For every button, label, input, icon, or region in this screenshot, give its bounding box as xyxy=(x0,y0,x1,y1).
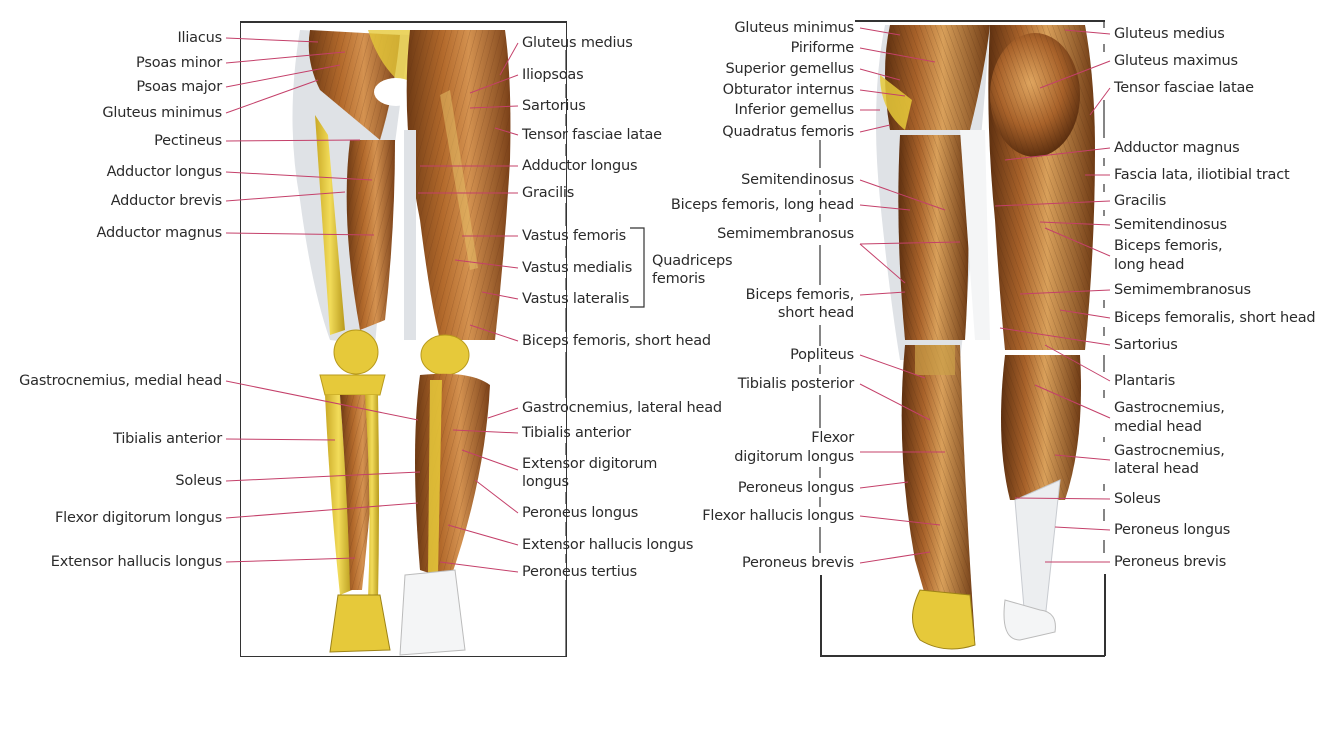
label-gracilis: Gracilis xyxy=(522,185,575,201)
label-p-semimembranosus-right: Semimembranosus xyxy=(1114,282,1251,298)
label-p-superior-gemellus: Superior gemellus xyxy=(725,61,854,77)
label-gluteus-medius: Gluteus medius xyxy=(522,35,633,51)
label-extensor-hallucis-longus: Extensor hallucis longus xyxy=(50,554,222,570)
posterior-leg-illustration xyxy=(819,20,1111,650)
label-extensor-digitorum-line1: Extensor digitorum xyxy=(522,456,658,472)
label-p-peroneus-longus: Peroneus longus xyxy=(737,480,854,496)
label-extensor-hallucis-longus-right: Extensor hallucis longus xyxy=(522,537,694,553)
label-p-inferior-gemellus: Inferior gemellus xyxy=(734,102,855,118)
label-p-semitendinosus: Semitendinosus xyxy=(741,172,854,188)
label-p-biceps-femoris-long-head: Biceps femoris, long head xyxy=(670,197,854,213)
label-peroneus-tertius: Peroneus tertius xyxy=(522,564,637,580)
label-psoas-major: Psoas major xyxy=(136,79,222,95)
label-p-gracilis: Gracilis xyxy=(1114,193,1167,209)
label-tibialis-anterior: Tibialis anterior xyxy=(113,431,222,447)
label-p-gluteus-minimus: Gluteus minimus xyxy=(734,20,854,36)
label-p-gastrocnemius-medial-line1: Gastrocnemius, xyxy=(1114,400,1225,416)
label-gluteus-minimus: Gluteus minimus xyxy=(102,105,222,121)
label-p-gastrocnemius-medial-line2: medial head xyxy=(1114,419,1202,435)
label-p-adductor-magnus: Adductor magnus xyxy=(1114,140,1240,156)
label-p-biceps-femoris-long-line2: long head xyxy=(1114,257,1185,273)
label-quadriceps-line2: femoris xyxy=(652,271,706,287)
label-psoas-minor: Psoas minor xyxy=(136,55,222,71)
label-p-obturator-internus: Obturator internus xyxy=(722,82,855,98)
label-p-piriforme: Piriforme xyxy=(790,40,855,56)
label-adductor-longus-right: Adductor longus xyxy=(522,158,638,174)
label-pectineus: Pectineus xyxy=(154,133,222,149)
anterior-right-leader-lines xyxy=(418,42,519,573)
label-p-biceps-femoralis-short-head: Biceps femoralis, short head xyxy=(1114,310,1316,326)
posterior-frame-right xyxy=(1104,574,1106,656)
label-vastus-lateralis: Vastus lateralis xyxy=(522,291,630,307)
label-p-flexor-hallucis-longus: Flexor hallucis longus xyxy=(702,508,854,524)
posterior-left-leader-lines xyxy=(859,27,961,564)
label-p-soleus: Soleus xyxy=(1114,491,1161,507)
label-p-flexor-digitorum-line1: Flexor xyxy=(811,430,854,446)
label-vastus-medialis: Vastus medialis xyxy=(522,260,633,276)
anterior-leg-illustration xyxy=(225,30,645,657)
label-adductor-brevis: Adductor brevis xyxy=(110,193,222,209)
label-p-tibialis-posterior: Tibialis posterior xyxy=(737,376,854,392)
label-p-gastrocnemius-lateral-line1: Gastrocnemius, xyxy=(1114,443,1225,459)
label-p-semitendinosus-right: Semitendinosus xyxy=(1114,217,1227,233)
posterior-column-ticks xyxy=(819,20,1105,553)
label-p-flexor-digitorum-line2: digitorum longus xyxy=(734,449,854,465)
anterior-frame xyxy=(240,21,567,657)
label-sartorius: Sartorius xyxy=(522,98,586,114)
label-p-sartorius: Sartorius xyxy=(1114,337,1178,353)
anterior-left-leader-lines xyxy=(225,37,421,563)
label-tensor-fasciae-latae: Tensor fasciae latae xyxy=(522,127,662,143)
label-p-fascia-lata: Fascia lata, iliotibial tract xyxy=(1114,167,1290,183)
label-adductor-magnus: Adductor magnus xyxy=(96,225,222,241)
label-p-biceps-femoris-long-line1: Biceps femoris, xyxy=(1114,238,1223,254)
label-p-peroneus-brevis-right: Peroneus brevis xyxy=(1114,554,1227,570)
label-quadriceps-line1: Quadriceps xyxy=(652,253,733,269)
posterior-frame-bottom xyxy=(820,655,1105,657)
label-p-gluteus-medius: Gluteus medius xyxy=(1114,26,1225,42)
label-extensor-digitorum-line2: longus xyxy=(522,474,569,490)
label-gastrocnemius-lateral-head: Gastrocnemius, lateral head xyxy=(522,400,722,416)
anterior-view-panel: Iliacus Psoas minor Psoas major Gluteus … xyxy=(19,21,733,657)
quadriceps-bracket xyxy=(630,227,645,308)
label-peroneus-longus: Peroneus longus xyxy=(522,505,639,521)
label-gastrocnemius-medial-head: Gastrocnemius, medial head xyxy=(19,373,222,389)
label-p-gluteus-maximus: Gluteus maximus xyxy=(1114,53,1238,69)
label-p-peroneus-brevis: Peroneus brevis xyxy=(741,555,854,571)
label-iliopsoas: Iliopsoas xyxy=(522,67,584,83)
label-p-peroneus-longus-right: Peroneus longus xyxy=(1114,522,1231,538)
label-p-biceps-femoris-short-line1: Biceps femoris, xyxy=(745,287,855,303)
posterior-right-leader-lines xyxy=(994,29,1111,563)
label-adductor-longus: Adductor longus xyxy=(106,164,223,180)
label-flexor-digitorum-longus: Flexor digitorum longus xyxy=(55,510,222,526)
posterior-frame-left xyxy=(820,575,822,656)
label-p-tensor-fasciae-latae: Tensor fasciae latae xyxy=(1114,80,1254,96)
label-tibialis-anterior-right: Tibialis anterior xyxy=(522,425,631,441)
label-biceps-femoris-short-head: Biceps femoris, short head xyxy=(522,333,711,349)
label-soleus: Soleus xyxy=(175,473,222,489)
label-p-biceps-femoris-short-line2: short head xyxy=(777,305,854,321)
anterior-frame-top xyxy=(240,21,567,23)
label-p-gastrocnemius-lateral-line2: lateral head xyxy=(1114,461,1199,477)
label-p-plantaris: Plantaris xyxy=(1114,373,1176,389)
label-p-popliteus: Popliteus xyxy=(790,347,854,363)
posterior-view-panel: Gluteus minimus Piriforme Superior gemel… xyxy=(670,20,1316,657)
label-p-semimembranosus: Semimembranosus xyxy=(717,226,854,242)
label-p-quadratus-femoris: Quadratus femoris xyxy=(722,124,854,140)
posterior-frame-top xyxy=(855,20,1105,22)
label-iliacus: Iliacus xyxy=(177,30,222,46)
label-vastus-femoris: Vastus femoris xyxy=(522,228,627,244)
